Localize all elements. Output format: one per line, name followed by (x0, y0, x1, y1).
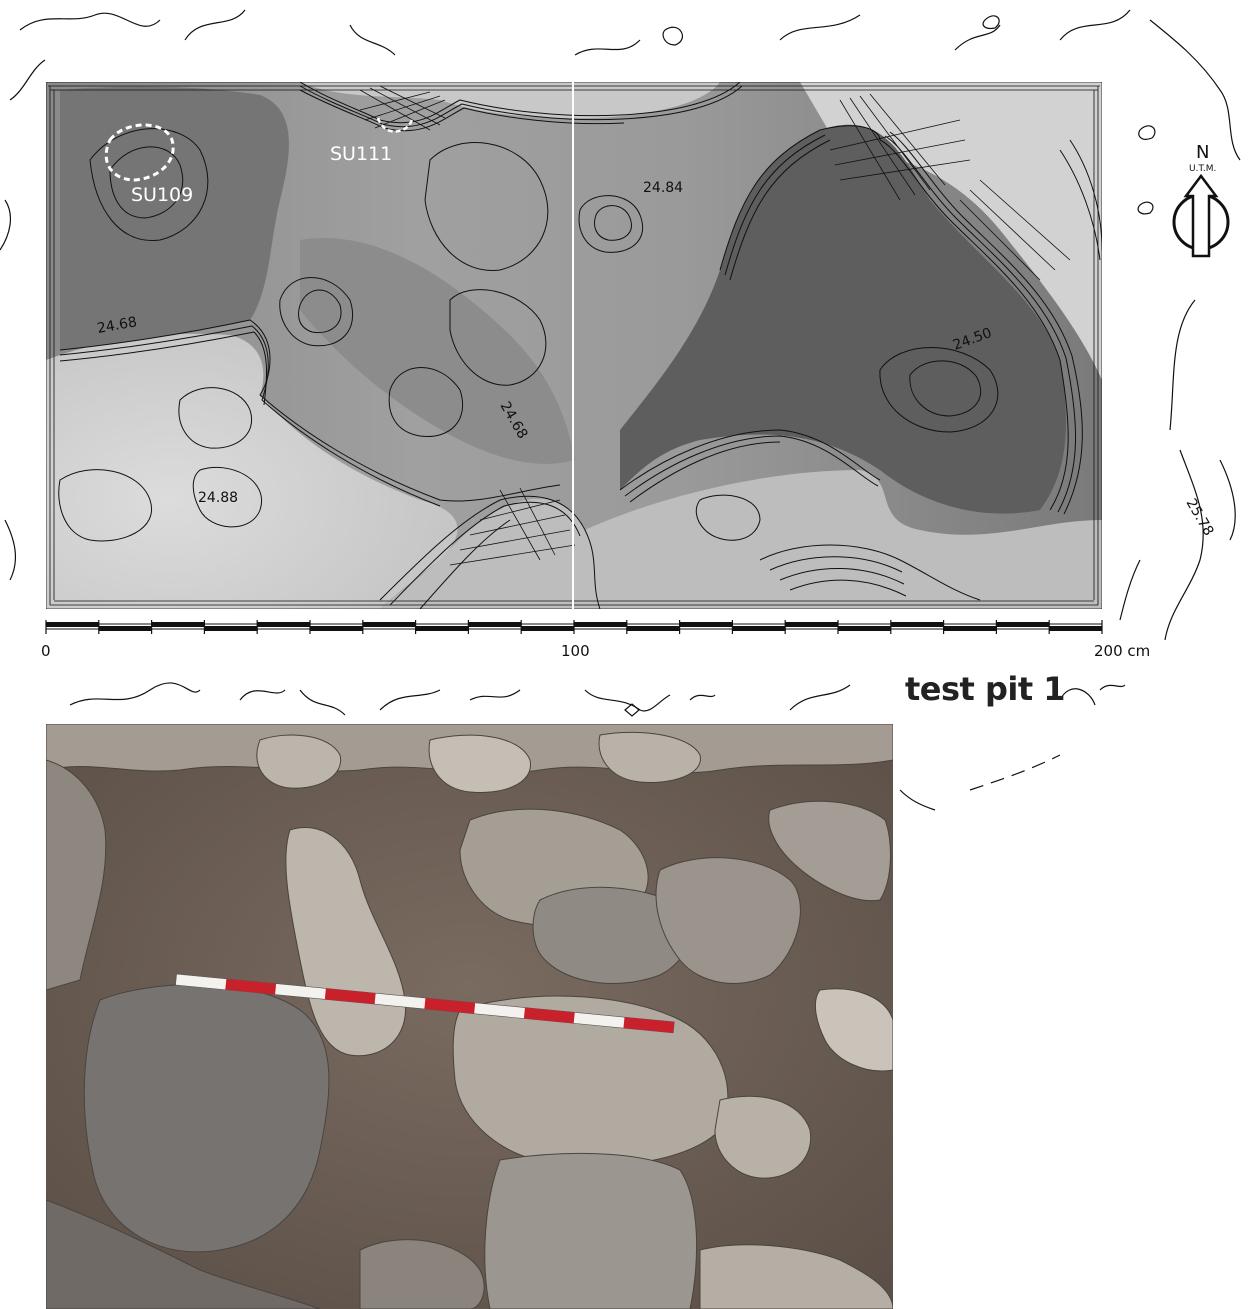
feature-label-su109: SU109 (131, 184, 193, 206)
scale-bar (45, 620, 1103, 634)
contour-label: 24.84 (643, 180, 683, 196)
measuring-rod (175, 973, 675, 1034)
basin-east (620, 124, 1066, 514)
north-letter: N (1196, 142, 1209, 163)
stones (46, 724, 893, 1309)
higher-zone-north (300, 82, 720, 119)
north-arrow: N U.T.M. (1172, 142, 1230, 258)
contour-label: 25.78 (1183, 496, 1217, 539)
figure-title: test pit 1 (905, 670, 1066, 708)
basin-northwest (60, 86, 289, 350)
contour-plan (46, 82, 1102, 609)
su111-outline (376, 117, 414, 133)
feature-label-su111: SU111 (330, 143, 392, 165)
su109-outline (104, 123, 175, 182)
basin-center (300, 238, 575, 464)
higher-zone-southwest (46, 333, 458, 609)
pit-photo (46, 724, 893, 1309)
contour-label: 24.88 (198, 490, 238, 506)
scale-label-100: 100 (561, 642, 590, 660)
higher-zone-northeast (800, 82, 1102, 380)
terrain-contours (0, 9, 1241, 811)
contour-label: 24.68 (96, 314, 138, 337)
north-subtitle: U.T.M. (1189, 164, 1216, 174)
scale-label-0: 0 (41, 642, 51, 660)
scale-label-200: 200 cm (1094, 642, 1151, 660)
